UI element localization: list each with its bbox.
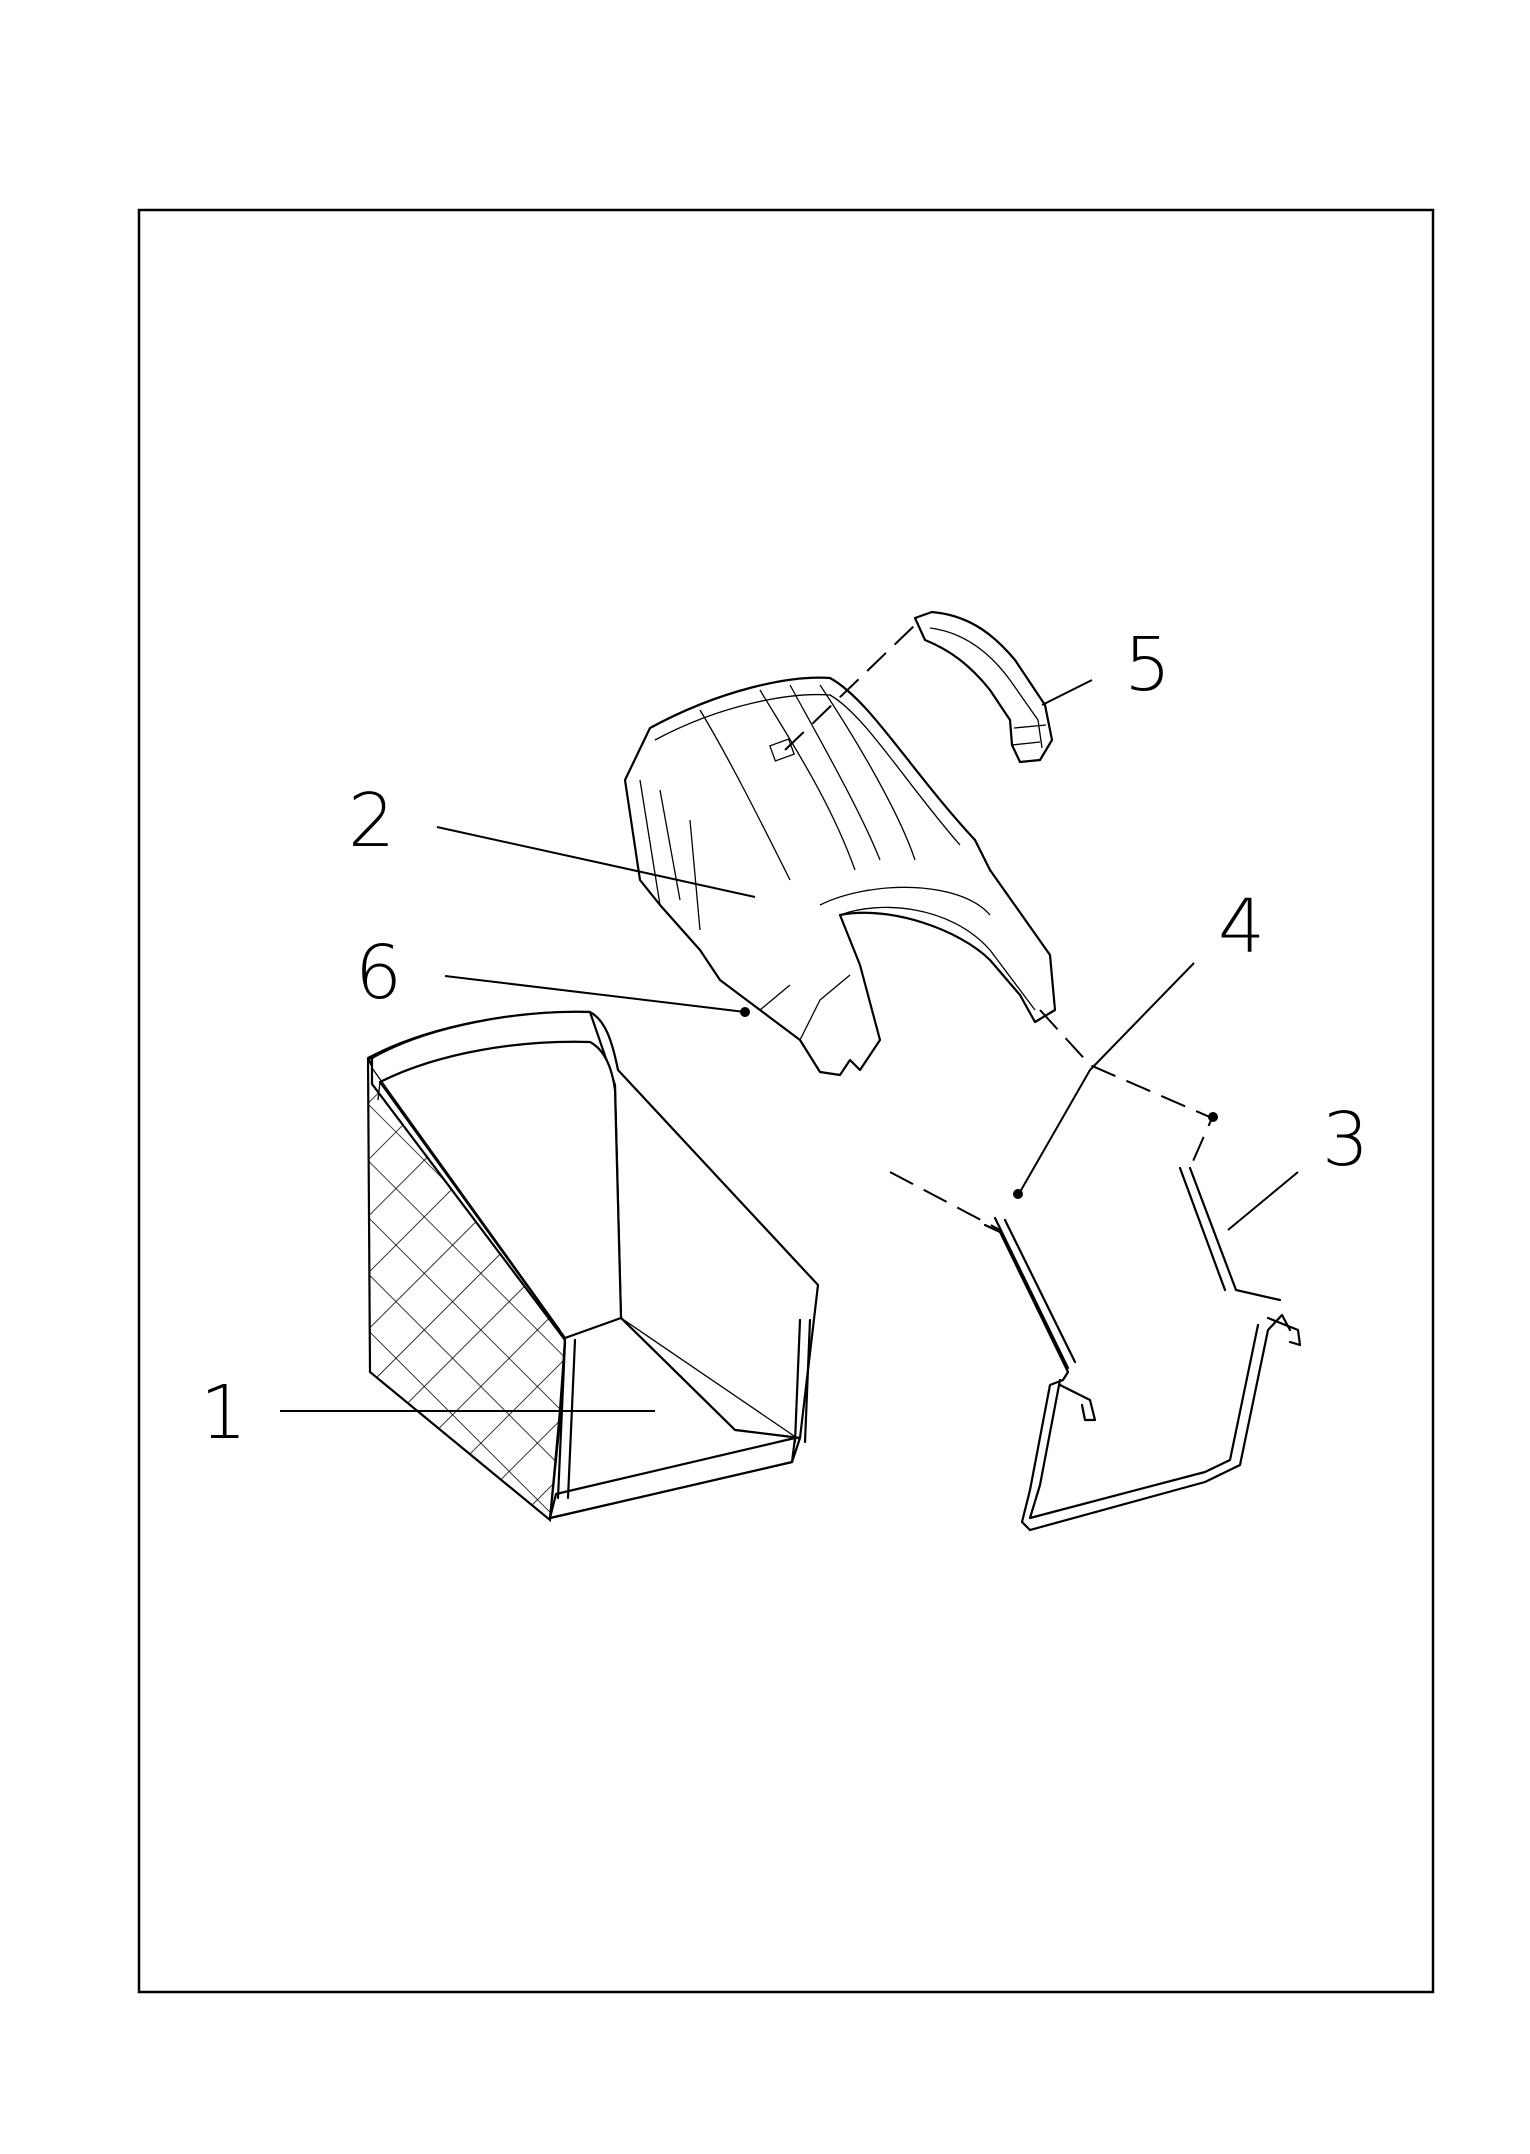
leader-3 [1227, 1171, 1299, 1231]
leader-5 [1041, 679, 1093, 706]
callout-5: 5 [1124, 622, 1171, 708]
grass-bag-part [366, 1010, 820, 1523]
leader-2 [436, 826, 756, 898]
drawing-frame [137, 208, 1435, 1994]
cover-lid-part [623, 676, 1057, 1077]
callout-6: 6 [355, 930, 402, 1016]
assembly-line-left [889, 1171, 1001, 1231]
bag-frame-part [983, 1166, 1302, 1532]
handle-grip-part [913, 610, 1054, 764]
assembly-line-right [1039, 1009, 1214, 1169]
callout-2: 2 [348, 778, 395, 864]
callout-1: 1 [200, 1370, 247, 1456]
leader-6 [444, 975, 746, 1013]
callout-4: 4 [1218, 884, 1265, 970]
assembly-line-grip [784, 624, 916, 751]
callout-3: 3 [1322, 1097, 1369, 1183]
leader-4 [1019, 962, 1195, 1193]
